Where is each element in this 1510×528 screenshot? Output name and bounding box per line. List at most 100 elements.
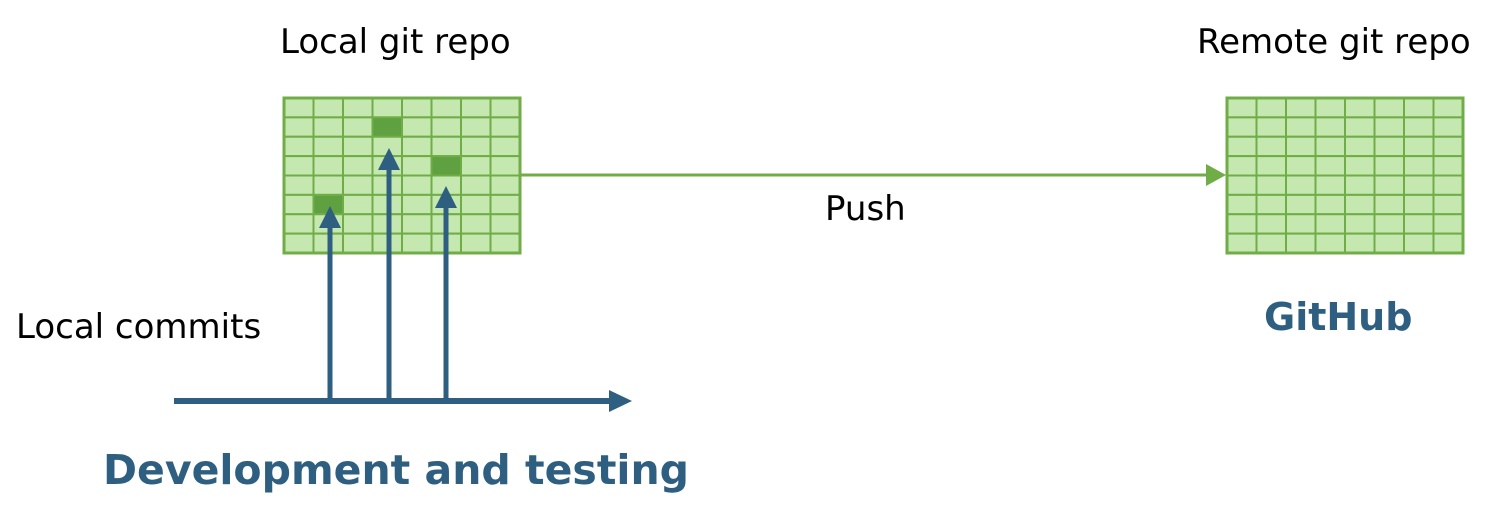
local-grid-cell — [342, 213, 374, 235]
local-grid-cell — [401, 213, 433, 235]
remote-grid-cell — [1226, 116, 1258, 138]
remote-grid-cell — [1373, 232, 1405, 254]
push-label: Push — [825, 189, 906, 229]
remote-grid-cell — [1344, 174, 1376, 196]
remote-grid-cell — [1403, 116, 1435, 138]
remote-grid-cell — [1314, 135, 1346, 158]
remote-grid-cell — [1314, 116, 1346, 138]
remote-grid-cell — [1285, 155, 1317, 177]
remote-grid-cell — [1432, 174, 1464, 196]
remote-grid-cell — [1255, 116, 1287, 138]
local-grid-cell — [460, 135, 492, 158]
local-grid-cell — [460, 193, 492, 216]
remote-grid-cell — [1226, 135, 1258, 158]
local-grid-cell — [430, 116, 462, 138]
local-grid-cell — [489, 213, 521, 235]
local-grid-cell — [283, 193, 315, 216]
remote-grid-cell — [1373, 174, 1405, 196]
remote-grid-cell — [1285, 232, 1317, 254]
local-grid-cell — [371, 97, 403, 119]
remote-grid-cell — [1432, 193, 1464, 216]
local-grid-cell — [342, 97, 374, 119]
remote-grid-cell — [1344, 135, 1376, 158]
local-repo-title: Local git repo — [280, 22, 511, 62]
local-grid-cell — [283, 232, 315, 254]
local-grid-cell — [401, 116, 433, 138]
local-grid-cell — [489, 135, 521, 158]
local-grid-cell — [489, 193, 521, 216]
remote-grid-cell — [1226, 97, 1258, 119]
remote-grid-cell — [1344, 97, 1376, 119]
remote-grid-cell — [1285, 174, 1317, 196]
local-commit-cell — [371, 116, 403, 138]
remote-grid-cell — [1285, 116, 1317, 138]
remote-grid-cell — [1255, 232, 1287, 254]
local-grid-cell — [312, 135, 344, 158]
remote-grid-cell — [1255, 213, 1287, 235]
push-arrow-head — [1206, 164, 1226, 186]
local-grid-cell — [283, 174, 315, 196]
remote-grid-cell — [1314, 174, 1346, 196]
remote-grid-cell — [1314, 232, 1346, 254]
remote-grid-cell — [1285, 97, 1317, 119]
local-grid-cell — [430, 97, 462, 119]
remote-grid-cell — [1285, 213, 1317, 235]
remote-grid-cell — [1403, 213, 1435, 235]
remote-grid-cell — [1373, 193, 1405, 216]
remote-grid-cell — [1314, 155, 1346, 177]
local-grid-cell — [312, 97, 344, 119]
remote-grid-cell — [1285, 135, 1317, 158]
remote-grid-cell — [1403, 135, 1435, 158]
remote-grid-cell — [1255, 135, 1287, 158]
remote-grid-cell — [1344, 155, 1376, 177]
local-grid-cell — [401, 174, 433, 196]
local-grid-cell — [283, 155, 315, 177]
local-commit-cell — [430, 155, 462, 177]
local-grid-cell — [342, 155, 374, 177]
local-grid-cell — [401, 193, 433, 216]
remote-grid-cell — [1403, 174, 1435, 196]
local-grid-cell — [401, 97, 433, 119]
local-grid-cell — [401, 135, 433, 158]
local-grid-cell — [401, 155, 433, 177]
remote-repo-title: Remote git repo — [1197, 22, 1471, 62]
local-grid-cell — [342, 116, 374, 138]
local-grid-cell — [460, 213, 492, 235]
local-grid-cell — [342, 135, 374, 158]
remote-grid-cell — [1432, 97, 1464, 119]
remote-grid-cell — [1403, 193, 1435, 216]
remote-grid-cell — [1314, 193, 1346, 216]
local-grid-cell — [401, 232, 433, 254]
remote-grid-cell — [1226, 213, 1258, 235]
local-repo-grid — [282, 96, 522, 255]
remote-grid-cell — [1314, 97, 1346, 119]
local-grid-cell — [460, 232, 492, 254]
local-grid-cell — [460, 155, 492, 177]
commit-arrow-2-head — [378, 148, 400, 170]
local-grid-cell — [460, 116, 492, 138]
local-grid-cell — [283, 135, 315, 158]
github-label: GitHub — [1264, 295, 1413, 339]
remote-grid-cell — [1403, 97, 1435, 119]
local-grid-cell — [283, 213, 315, 235]
remote-grid-cell — [1373, 213, 1405, 235]
remote-grid-cell — [1226, 193, 1258, 216]
remote-grid-cell — [1403, 155, 1435, 177]
remote-grid-cell — [1314, 213, 1346, 235]
local-commits-label: Local commits — [16, 307, 262, 347]
remote-grid-cell — [1373, 135, 1405, 158]
local-grid-cell — [312, 116, 344, 138]
remote-grid-border — [1225, 96, 1465, 255]
local-grid-cell — [489, 97, 521, 119]
remote-grid-cell — [1226, 232, 1258, 254]
remote-grid-cell — [1373, 116, 1405, 138]
commit-arrow-1-head — [319, 206, 341, 228]
local-grid-cell — [430, 135, 462, 158]
remote-grid-cell — [1285, 193, 1317, 216]
remote-grid-cell — [1226, 155, 1258, 177]
local-grid-cell — [489, 155, 521, 177]
remote-grid-cell — [1432, 232, 1464, 254]
local-grid-cell — [342, 232, 374, 254]
remote-grid-cell — [1255, 97, 1287, 119]
remote-grid-cell — [1432, 116, 1464, 138]
